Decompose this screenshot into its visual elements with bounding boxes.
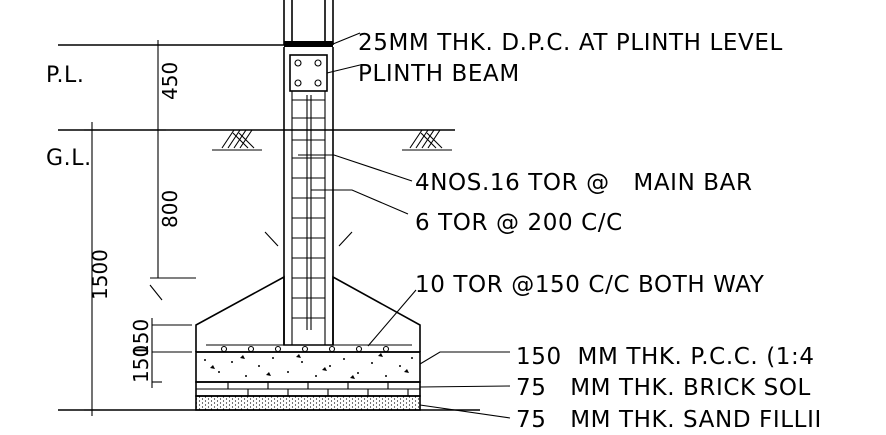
main-bar-label: 4NOS.16 TOR @ MAIN BAR: [415, 170, 753, 196]
brick-soling-label: 75 MM THK. BRICK SOL: [516, 375, 811, 401]
footing-outline: [195, 275, 421, 352]
pcc-layer: [195, 351, 421, 383]
dim-1500: 1500: [84, 122, 112, 416]
ground-hatch-left: [212, 129, 262, 151]
plinth-beam-label: PLINTH BEAM: [358, 61, 520, 87]
dim-150-pcc: 150 150: [129, 318, 192, 388]
sand-filling-label: 75 MM THK. SAND FILLII: [516, 407, 822, 433]
leader-lines: [298, 32, 511, 419]
svg-text:1500: 1500: [88, 249, 112, 300]
dpc-label: 25MM THK. D.P.C. AT PLINTH LEVEL: [358, 30, 783, 56]
dim-450: 450: [150, 40, 182, 131]
footing-bars-label: 10 TOR @150 C/C BOTH WAY: [415, 272, 765, 298]
sand-filling-layer: [195, 395, 421, 411]
stirrups-label: 6 TOR @ 200 C/C: [415, 210, 623, 236]
plinth-beam: [289, 54, 328, 92]
footing-bar-dots: [220, 345, 390, 353]
svg-text:150: 150: [129, 319, 153, 357]
dim-800: 800: [150, 130, 196, 279]
svg-text:800: 800: [158, 190, 182, 228]
dpc-layer: [284, 41, 333, 47]
column-stirrups: [292, 99, 325, 319]
ground-hatch-right: [402, 129, 452, 151]
svg-text:150: 150: [129, 345, 153, 383]
plinth-beam-bars: [294, 59, 322, 87]
excavation-marks: [149, 231, 353, 301]
brick-wall: [283, 0, 334, 45]
ground-level-label: G.L.: [46, 146, 92, 171]
plinth-level-label: P.L.: [46, 63, 84, 88]
pcc-label: 150 MM THK. P.C.C. (1:4: [516, 344, 815, 370]
svg-text:450: 450: [158, 62, 182, 100]
pcc-aggregate: [204, 353, 413, 379]
brick-soling-joints: [196, 382, 420, 396]
